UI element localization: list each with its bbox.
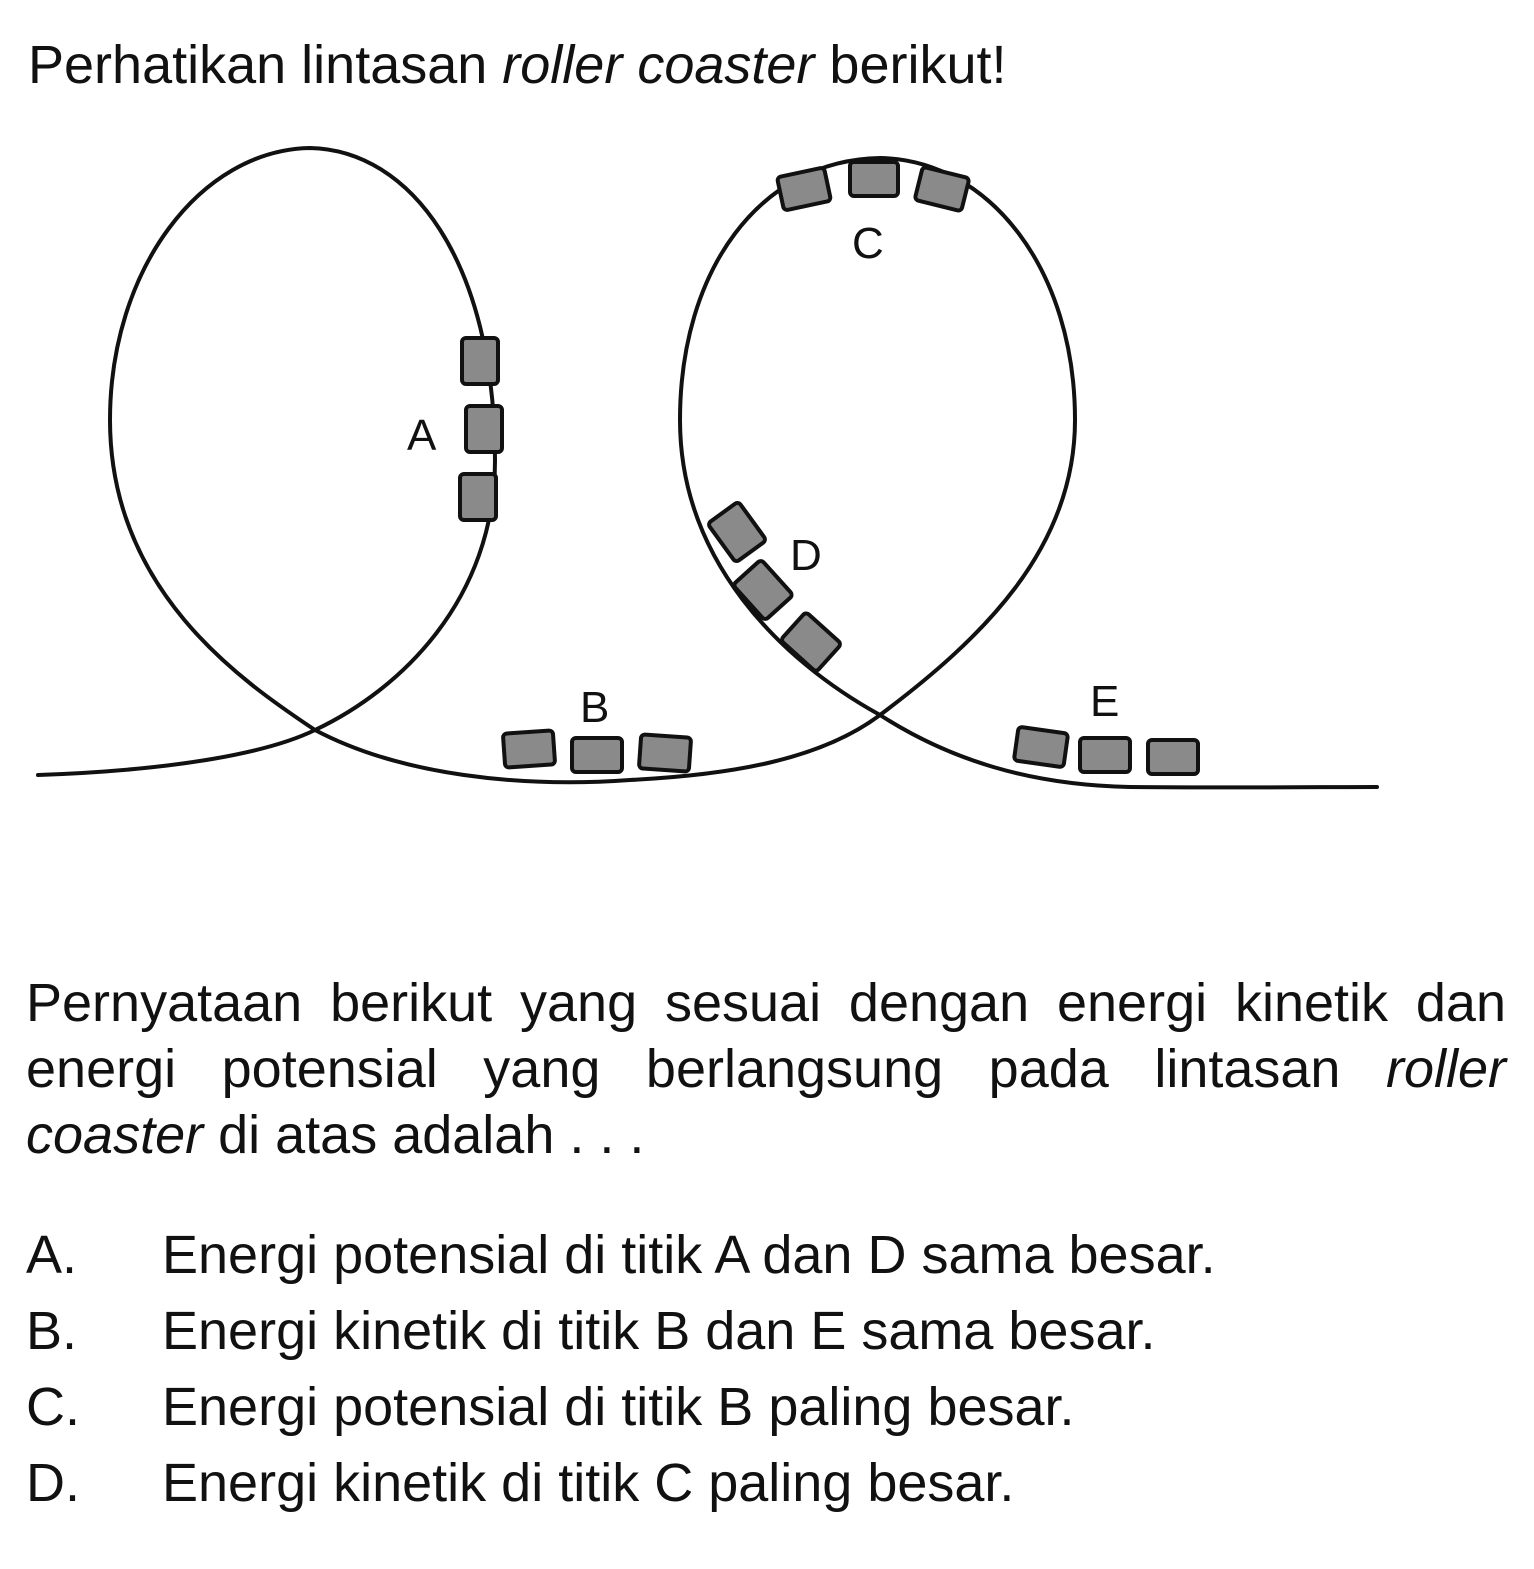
car-b-1 [501,728,557,770]
option-b-letter: B. [26,1301,78,1361]
car-e-1 [1012,725,1070,769]
point-label-b: B [580,683,609,732]
problem-title: Perhatikan lintasan roller coaster berik… [28,32,1007,98]
option-d-text: Energi kinetik di titik C paling besar. [162,1453,1015,1513]
title-italic: roller coaster [502,35,815,95]
question-part2: di atas adalah . . . [203,1105,645,1165]
option-d[interactable]: D. Energi kinetik di titik C paling besa… [26,1450,1506,1526]
car-a-3 [458,472,498,522]
car-d-2 [732,559,794,621]
option-c-text: Energi potensial di titik B paling besar… [162,1377,1075,1437]
cars-c [775,160,971,213]
car-d-1 [707,501,767,563]
car-c-2 [848,160,900,198]
point-label-e: E [1090,677,1119,726]
option-b-text: Energi kinetik di titik B dan E sama bes… [162,1301,1156,1361]
cars-a [458,336,504,522]
question-italic: roller coaster [26,1039,1506,1165]
car-b-3 [637,732,693,774]
option-c[interactable]: C. Energi potensial di titik B paling be… [26,1374,1506,1450]
cars-e [1012,725,1200,776]
answer-options: A. Energi potensial di titik A dan D sam… [26,1222,1506,1526]
point-label-c: C [852,219,884,268]
option-a-text: Energi potensial di titik A dan D sama b… [162,1225,1216,1285]
point-label-d: D [790,531,822,580]
point-label-a: A [407,411,437,460]
option-a-letter: A. [26,1225,78,1285]
car-a-2 [464,404,504,454]
roller-coaster-diagram: A B C D E [0,120,1534,880]
car-e-3 [1146,738,1200,776]
cars-b [501,728,693,774]
car-d-3 [780,611,842,673]
car-b-2 [570,736,624,774]
question-part1: Pernyataan berikut yang sesuai dengan en… [26,973,1506,1099]
title-after: berikut! [814,35,1007,95]
cars-d [707,501,842,673]
option-b[interactable]: B. Energi kinetik di titik B dan E sama … [26,1298,1506,1374]
car-a-1 [460,336,500,386]
car-c-3 [913,165,971,213]
car-e-2 [1078,736,1132,774]
option-d-letter: D. [26,1453,80,1513]
title-before: Perhatikan lintasan [28,35,503,95]
car-c-1 [775,166,833,212]
question-text: Pernyataan berikut yang sesuai dengan en… [26,970,1506,1168]
option-a[interactable]: A. Energi potensial di titik A dan D sam… [26,1222,1506,1298]
roller-coaster-track [36,145,1379,790]
option-c-letter: C. [26,1377,80,1437]
